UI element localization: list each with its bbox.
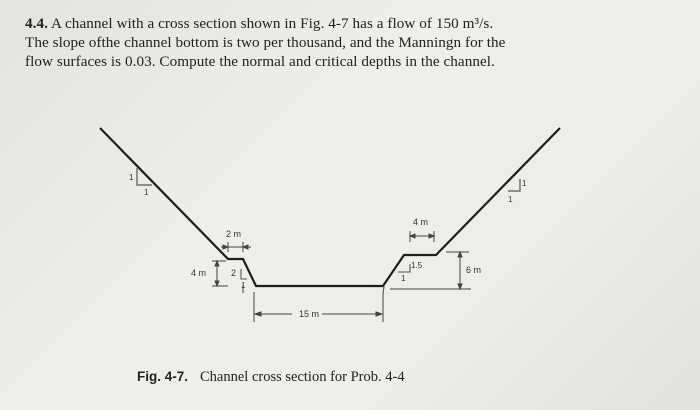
- right-outer-slope-triangle: [508, 179, 521, 192]
- left-depth-label: 4 m: [191, 268, 207, 278]
- right-outer-slope-h-label: 1: [508, 195, 513, 204]
- right-berm-width-label: 4 m: [413, 217, 429, 227]
- left-inner-slope-h-label: 1: [241, 281, 246, 290]
- left-outer-slope-triangle: [136, 168, 152, 186]
- bottom-width-label: 15 m: [299, 309, 320, 319]
- right-inner-slope-v-label: 1.5: [411, 261, 423, 270]
- right-outer-slope-v-label: 1: [522, 179, 527, 188]
- channel-profile: [99, 127, 561, 288]
- left-berm-dimension: [221, 242, 251, 252]
- figure-caption-text: Channel cross section for Prob. 4-4: [200, 369, 405, 385]
- left-outer-slope-h-label: 1: [144, 188, 149, 197]
- left-berm-width-label: 2 m: [226, 229, 242, 239]
- right-berm-dimension: [408, 231, 436, 242]
- figure-number: Fig. 4-7.: [137, 369, 189, 384]
- problem-line-3: flow surfaces is 0.03. Compute the norma…: [25, 53, 495, 70]
- figure-caption: Fig. 4-7. Channel cross section for Prob.…: [137, 369, 405, 386]
- right-inner-slope-h-label: 1: [401, 274, 406, 283]
- right-depth-label: 6 m: [466, 265, 482, 275]
- problem-statement: 4.4. A channel with a cross section show…: [25, 14, 675, 71]
- problem-line-1: 4.4. A channel with a cross section show…: [25, 15, 494, 32]
- left-inner-slope-v-label: 2: [231, 268, 237, 278]
- problem-line-2: The slope ofthe channel bottom is two pe…: [25, 34, 506, 51]
- problem-number: 4.4.: [25, 15, 48, 32]
- left-outer-slope-v-label: 1: [129, 173, 134, 182]
- right-depth-dimension: [390, 250, 471, 291]
- left-depth-dimension: [212, 259, 228, 288]
- bottom-width-dimension: [253, 292, 384, 322]
